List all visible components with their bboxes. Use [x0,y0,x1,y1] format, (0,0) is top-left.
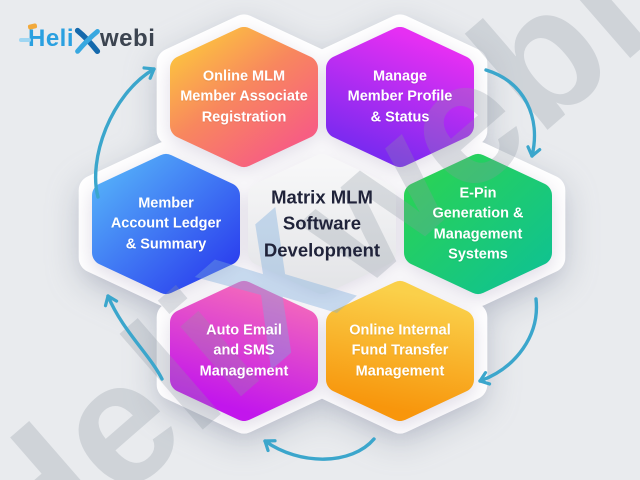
hexagon-registration [183,40,305,154]
hexagon-profile [339,40,461,154]
logo-text-heli: Heli [18,25,75,52]
hexagon-ledger [105,167,227,281]
logo-text-webi: webi [100,25,156,52]
helixwebi-logo: Heli webi [18,22,156,56]
logo-x-icon [74,27,101,54]
hexagon-email [183,294,305,408]
hexagon-epin [417,167,539,281]
hexagon-fund [339,294,461,408]
hexagon-center [261,167,383,281]
